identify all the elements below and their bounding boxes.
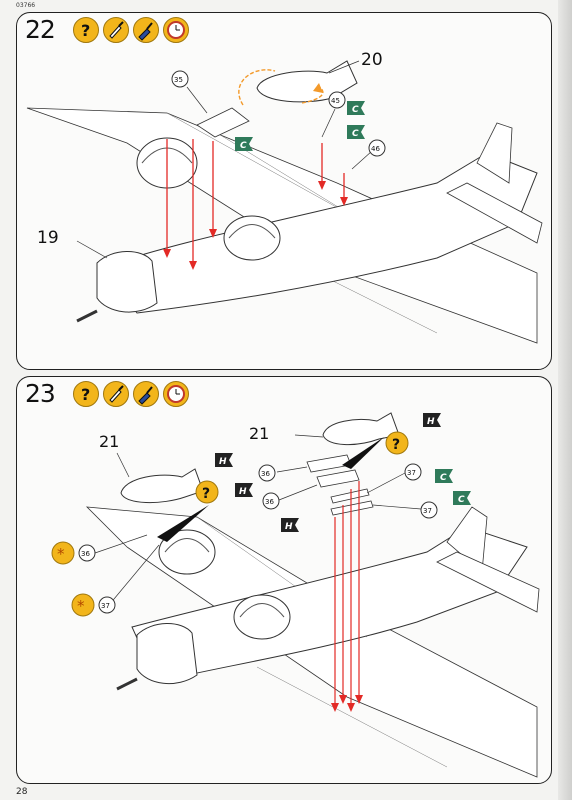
callout-37-a: 37	[407, 469, 416, 477]
brush-icon	[103, 17, 129, 43]
paint-code-flag: C	[435, 469, 453, 483]
question-icon: ?	[73, 381, 99, 407]
paint-code-flag: C	[453, 491, 471, 505]
step-23-panel: 23 ?	[16, 376, 552, 784]
step-number: 22	[25, 15, 56, 44]
question-icon: ?	[195, 480, 219, 504]
document-code: 03766	[16, 2, 36, 9]
brush-icon	[103, 381, 129, 407]
paint-code: C	[240, 141, 247, 151]
svg-text:?: ?	[202, 486, 210, 502]
paint-code: H	[219, 457, 227, 467]
callout-35-circle	[171, 70, 189, 88]
callout-45: 45	[331, 97, 340, 105]
paint-code-flag: C	[347, 101, 365, 115]
paint-code: H	[239, 487, 247, 497]
clock-icon	[163, 381, 189, 407]
glue-icon	[133, 17, 159, 43]
callout-36-b: 36	[265, 498, 274, 506]
clock-icon	[163, 17, 189, 43]
step-22-panel: 22 ?	[16, 12, 552, 370]
svg-text:?: ?	[81, 21, 90, 40]
callout-21-right: 21	[249, 424, 269, 443]
question-icon: ?	[385, 431, 409, 455]
callout-46-circle	[368, 139, 386, 157]
paint-code: H	[285, 522, 293, 532]
cement-star-icon: *	[71, 593, 95, 617]
svg-text:*: *	[57, 545, 65, 563]
callout-45-circle	[328, 91, 346, 109]
paint-code: H	[427, 417, 435, 427]
paint-code-flag: H	[235, 483, 253, 497]
callout-46: 46	[371, 145, 380, 153]
step-23-illustration: 21 21 36 36 37 37 36 37 ? ? * *	[51, 412, 540, 778]
cement-star-icon: *	[51, 541, 75, 565]
callout-37-b: 37	[423, 507, 432, 515]
page-edge	[558, 0, 572, 800]
callout-19: 19	[37, 228, 59, 248]
callout-20: 20	[361, 50, 383, 70]
svg-text:?: ?	[392, 437, 400, 453]
step-22-illustration: 35 45 46 20 19 C C C	[26, 50, 543, 344]
paint-code: C	[440, 473, 447, 483]
paint-code-flag: H	[215, 453, 233, 467]
callout-21-left: 21	[99, 432, 119, 451]
glue-icon	[133, 381, 159, 407]
step-icon-row: ?	[73, 17, 189, 43]
page-number: 28	[16, 787, 28, 797]
step-icon-row: ?	[73, 381, 189, 407]
step-number: 23	[25, 379, 56, 408]
paint-code-flag: H	[423, 413, 441, 427]
paint-code-flag: C	[347, 125, 365, 139]
paint-code-flag: C	[235, 137, 253, 151]
svg-text:?: ?	[81, 385, 90, 404]
paint-code-flag: H	[281, 518, 299, 532]
paint-code: C	[352, 129, 359, 139]
callout-36-a: 36	[261, 470, 270, 478]
svg-text:*: *	[77, 597, 85, 615]
callout-37-side: 37	[101, 602, 110, 610]
paint-code: C	[458, 495, 465, 505]
callout-36-side: 36	[81, 550, 90, 558]
paint-code: C	[352, 105, 359, 115]
callout-35: 35	[174, 76, 183, 84]
question-icon: ?	[73, 17, 99, 43]
